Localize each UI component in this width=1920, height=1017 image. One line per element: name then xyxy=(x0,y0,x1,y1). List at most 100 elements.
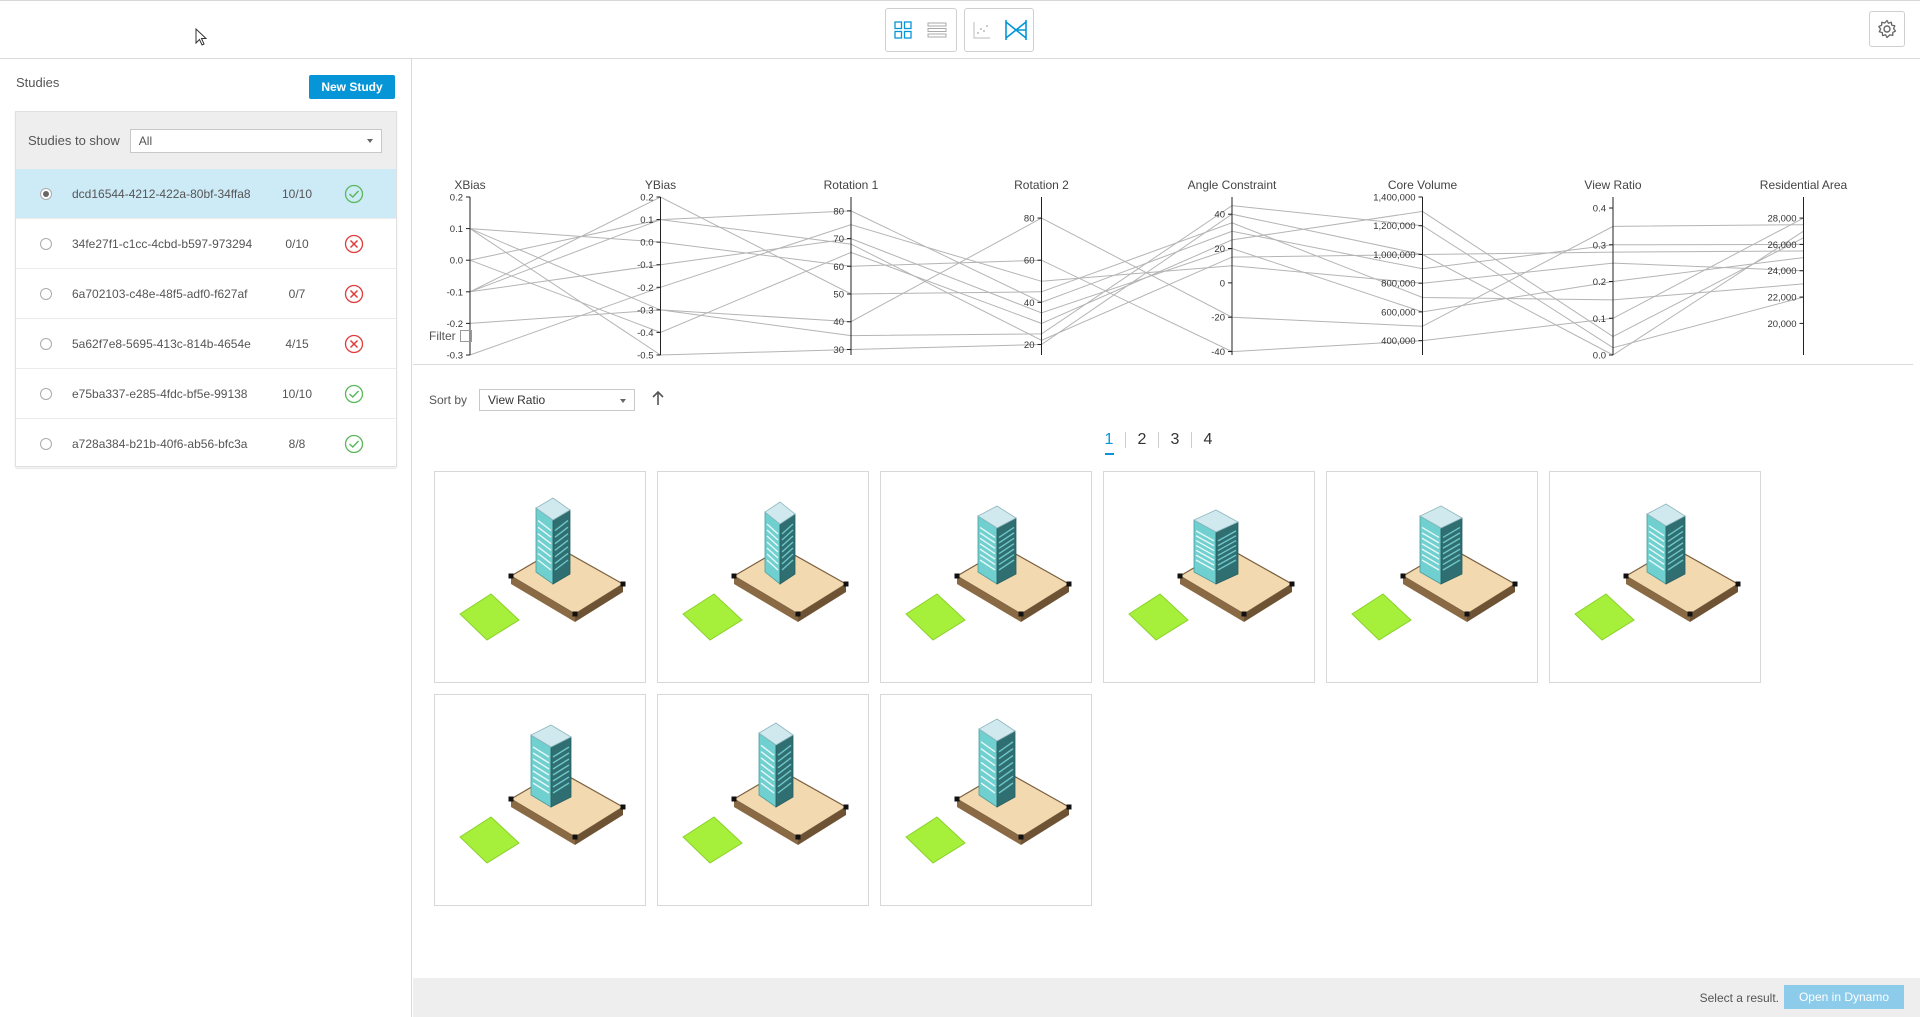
building-model-image xyxy=(1128,509,1295,641)
pc-line[interactable] xyxy=(469,210,1804,303)
pc-tick-label: 70 xyxy=(833,234,844,245)
filter-toggle[interactable]: Filter xyxy=(429,329,472,343)
chart-toggle-group xyxy=(964,8,1034,52)
result-thumbnail[interactable] xyxy=(880,694,1092,906)
list-view-button[interactable] xyxy=(920,9,954,51)
building-model-image xyxy=(1574,503,1741,641)
grid-view-button[interactable] xyxy=(886,9,920,51)
result-thumbnail[interactable] xyxy=(434,471,646,683)
scatter-plot-button[interactable] xyxy=(965,9,999,51)
studies-filter-select[interactable]: All xyxy=(129,128,382,153)
pc-line[interactable] xyxy=(469,224,1804,356)
pc-line[interactable] xyxy=(469,238,1804,314)
top-toolbar xyxy=(0,0,1920,59)
result-thumbnail[interactable] xyxy=(880,471,1092,683)
gear-icon xyxy=(1878,19,1897,39)
pc-axis[interactable]: Residential Area28,00026,00024,00022,000… xyxy=(1760,178,1848,355)
pc-line[interactable] xyxy=(469,217,1804,353)
study-id: 6a702103-c48e-48f5-adf0-f627af xyxy=(72,286,248,301)
pc-tick-label: 1,200,000 xyxy=(1373,221,1415,232)
pc-tick-label: 1,400,000 xyxy=(1373,193,1415,204)
page-1[interactable]: 1 xyxy=(1093,431,1125,455)
pc-tick-label: -0.1 xyxy=(447,287,463,298)
pc-axis-title: Rotation 2 xyxy=(1014,178,1069,192)
pc-tick-label: 0.0 xyxy=(1593,351,1606,362)
pc-tick-label: 0 xyxy=(1220,278,1225,289)
open-in-dynamo-button[interactable]: Open in Dynamo xyxy=(1784,985,1904,1009)
sort-select[interactable]: View Ratio xyxy=(479,389,636,411)
sort-direction-button[interactable] xyxy=(651,390,665,411)
study-radio[interactable] xyxy=(40,187,52,200)
pc-tick-label: 20 xyxy=(1214,244,1225,255)
building-model-image xyxy=(459,497,626,641)
pc-tick-label: 0.0 xyxy=(640,238,653,249)
pc-line[interactable] xyxy=(469,196,1804,301)
result-thumbnail[interactable] xyxy=(657,471,869,683)
pc-line[interactable] xyxy=(469,205,1804,349)
footer-status: Select a result. xyxy=(1699,991,1779,1005)
building-model-image xyxy=(1351,505,1518,641)
page-2[interactable]: 2 xyxy=(1137,431,1147,448)
study-radio[interactable] xyxy=(40,437,52,450)
page-3[interactable]: 3 xyxy=(1170,431,1180,448)
study-row[interactable]: e75ba337-e285-4fdc-bf5e-99138 10/10 xyxy=(16,369,396,419)
new-study-button[interactable]: New Study xyxy=(309,75,395,99)
pc-tick-label: -0.5 xyxy=(637,351,653,362)
result-thumbnail[interactable] xyxy=(657,694,869,906)
error-x-icon xyxy=(344,284,364,303)
pc-tick-label: 60 xyxy=(833,262,844,273)
pc-lines xyxy=(469,196,1804,356)
settings-button[interactable] xyxy=(1869,11,1905,47)
pc-line[interactable] xyxy=(469,219,1804,341)
pc-tick-label: 800,000 xyxy=(1381,279,1415,290)
result-thumbnail[interactable] xyxy=(1103,471,1315,683)
parallel-coordinates-button[interactable] xyxy=(999,9,1033,51)
study-count: 4/15 xyxy=(285,336,309,351)
result-thumbnail[interactable] xyxy=(434,694,646,906)
page-divider xyxy=(1158,432,1159,448)
study-radio[interactable] xyxy=(40,337,52,350)
study-id: e75ba337-e285-4fdc-bf5e-99138 xyxy=(72,386,248,401)
scatter-plot-icon xyxy=(973,22,990,39)
success-check-icon xyxy=(344,384,364,403)
pc-axis[interactable]: Core Volume1,400,0001,200,0001,000,00080… xyxy=(1373,178,1458,355)
building-model-image xyxy=(682,722,849,864)
study-radio[interactable] xyxy=(40,237,52,250)
pc-tick-label: -0.3 xyxy=(637,305,653,316)
pc-line[interactable] xyxy=(469,217,1804,327)
study-count: 0/10 xyxy=(285,236,309,251)
pc-line[interactable] xyxy=(469,210,1804,338)
grid-view-icon xyxy=(894,21,912,39)
result-thumbnail[interactable] xyxy=(1549,471,1761,683)
page-4[interactable]: 4 xyxy=(1203,431,1213,448)
pc-tick-label: -0.3 xyxy=(447,351,463,362)
pc-axis-title: View Ratio xyxy=(1584,178,1641,192)
pc-tick-label: 26,000 xyxy=(1767,240,1796,251)
parallel-coordinates-chart[interactable]: XBias0.20.10.0-0.1-0.2-0.3YBias0.20.10.0… xyxy=(413,109,1913,369)
filter-label: Filter xyxy=(429,329,456,343)
page-divider xyxy=(1191,432,1192,448)
view-toggle-group xyxy=(885,8,957,52)
study-radio[interactable] xyxy=(40,387,52,400)
pc-axis-title: Core Volume xyxy=(1388,178,1458,192)
study-count: 10/10 xyxy=(281,386,313,401)
result-thumbnail[interactable] xyxy=(1326,471,1538,683)
pc-line[interactable] xyxy=(469,213,1804,356)
filter-checkbox[interactable] xyxy=(459,330,472,342)
pc-tick-label: -0.2 xyxy=(447,319,463,330)
pc-tick-label: 0.1 xyxy=(450,224,463,235)
study-radio[interactable] xyxy=(40,287,52,300)
